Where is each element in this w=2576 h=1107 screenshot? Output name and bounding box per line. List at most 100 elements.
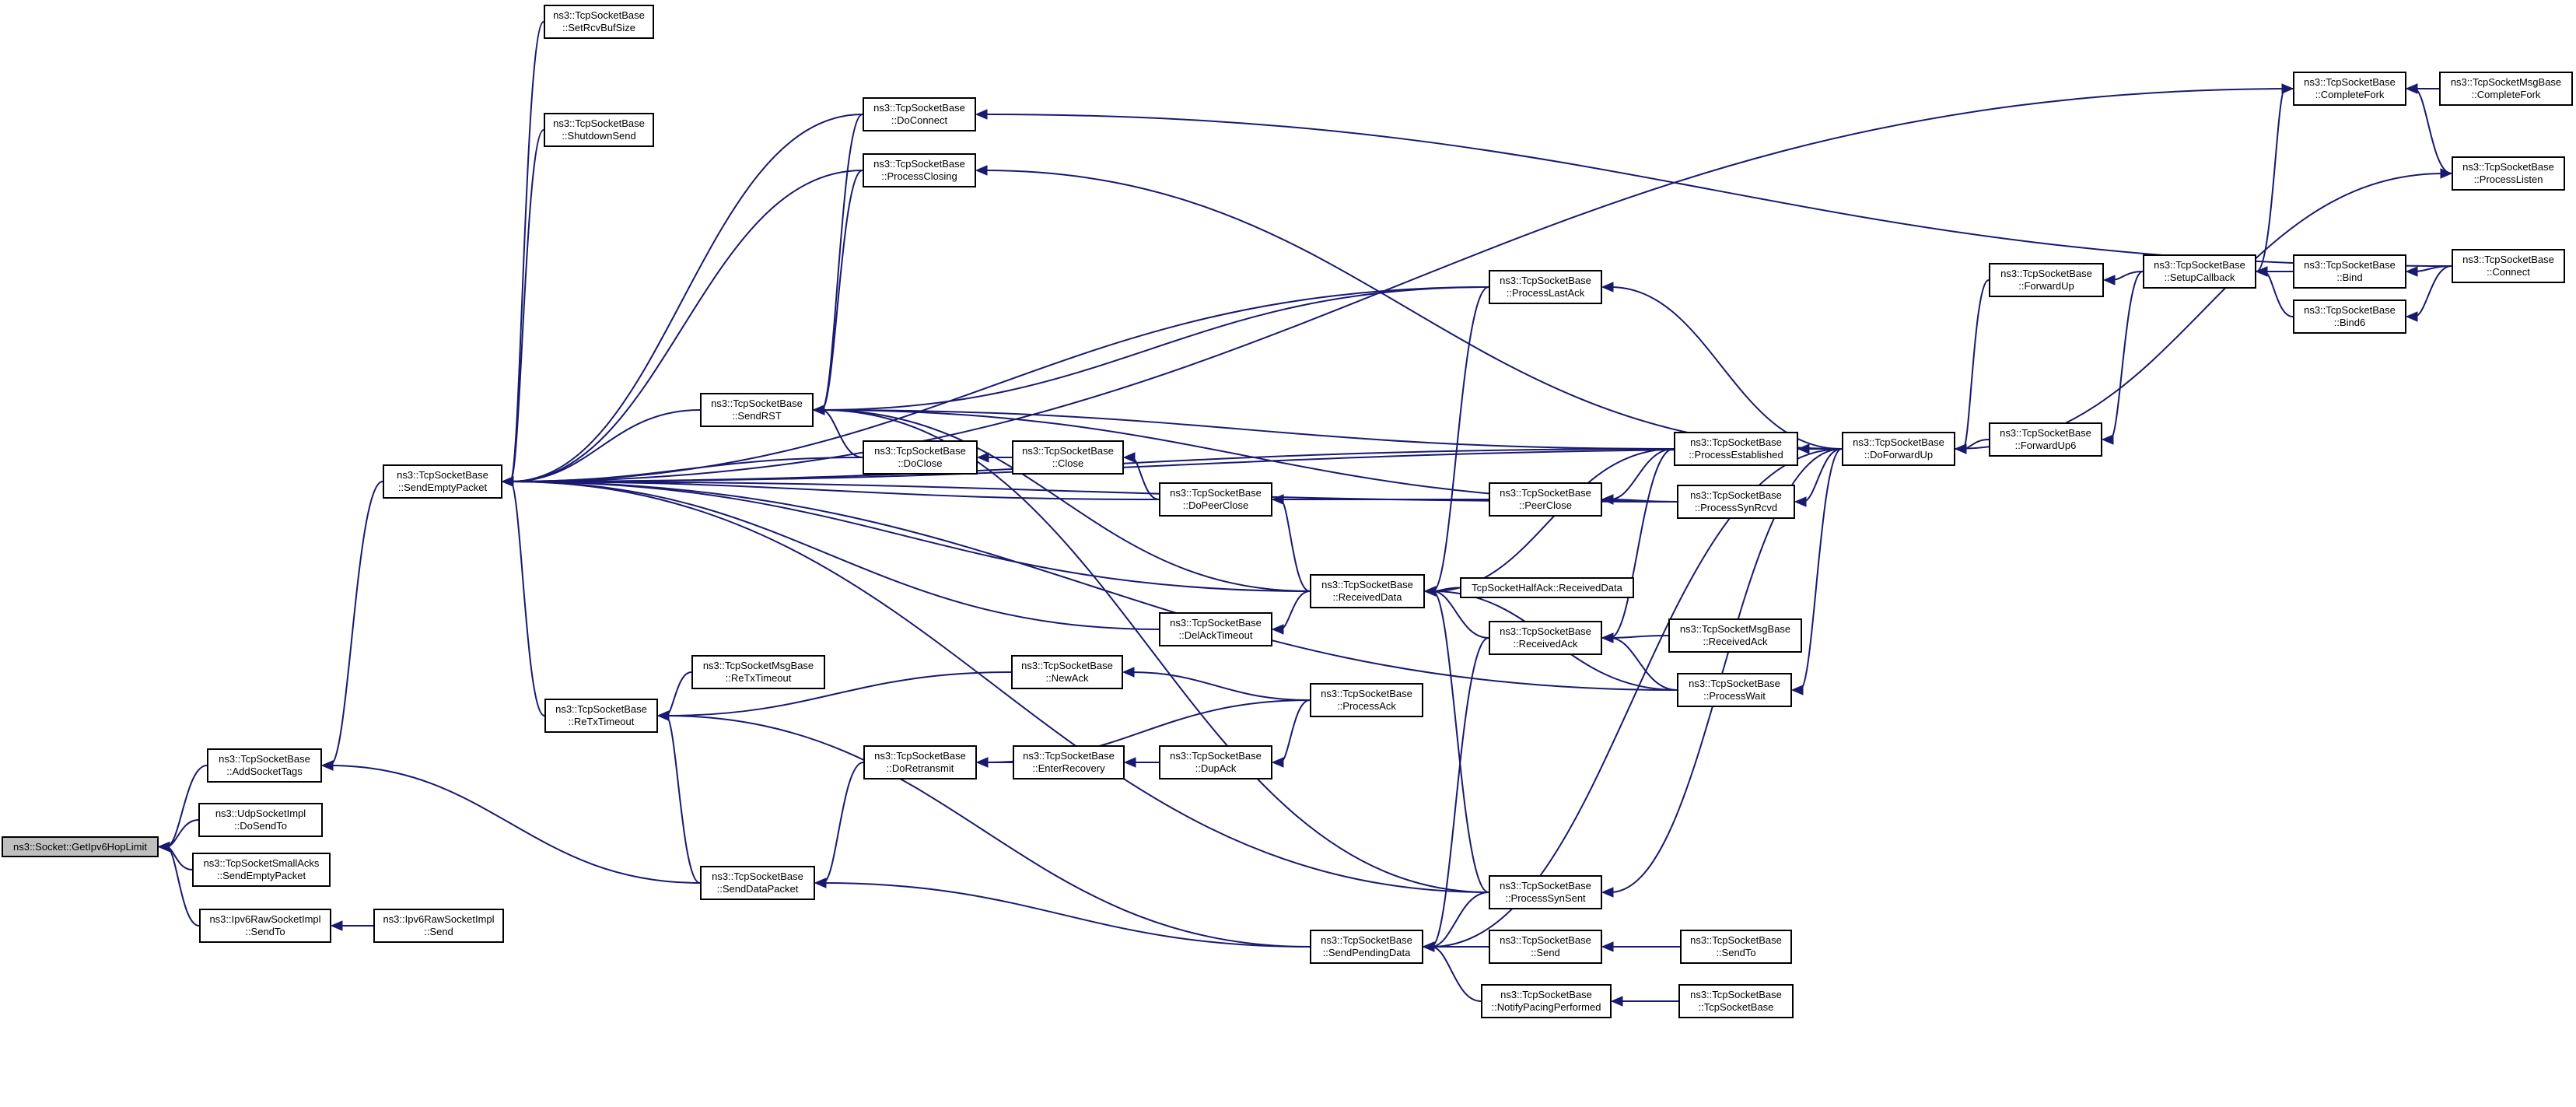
node-sendrst[interactable]: ns3::TcpSocketBase::SendRST <box>700 393 814 427</box>
edge-notifypacing-to-sendpending <box>1430 946 1482 1002</box>
node-addtags[interactable]: ns3::TcpSocketBase::AddSocketTags <box>207 748 322 783</box>
node-processsynsent[interactable]: ns3::TcpSocketBase::ProcessSynSent <box>1489 875 1602 909</box>
node-label: ::Close <box>1052 457 1084 469</box>
node-label: ::DoSendTo <box>234 820 287 832</box>
edge-doforwardup-to-processwait <box>1799 448 1843 691</box>
node-label: ns3::TcpSocketBase <box>873 158 965 170</box>
edge-arrowhead <box>1271 494 1284 505</box>
edge-receiveddata-to-dopeerclose <box>1279 499 1311 592</box>
node-bind6[interactable]: ns3::TcpSocketBase::Bind6 <box>2293 300 2406 334</box>
node-enterrecovery[interactable]: ns3::TcpSocketBase::EnterRecovery <box>1013 745 1125 779</box>
node-label: ns3::TcpSocketBase <box>1022 445 1114 457</box>
edge-newack-to-retxtimeout <box>665 671 1012 716</box>
edge-processsynsent-to-receiveddata <box>1432 590 1489 893</box>
edge-senddatapacket-to-retxtimeout <box>665 715 701 884</box>
node-label: ns3::TcpSocketBase <box>874 445 966 457</box>
node-peerclose[interactable]: ns3::TcpSocketBase::PeerClose <box>1489 482 1602 517</box>
node-label: TcpSocketHalfAck::ReceivedData <box>1472 581 1622 594</box>
node-doforwardup[interactable]: ns3::TcpSocketBase::DoForwardUp <box>1842 432 1955 466</box>
node-sendempty[interactable]: ns3::TcpSocketBase::SendEmptyPacket <box>383 464 502 499</box>
node-processclosing[interactable]: ns3::TcpSocketBase::ProcessClosing <box>863 153 976 187</box>
node-senddatapacket[interactable]: ns3::TcpSocketBase::SendDataPacket <box>700 866 815 900</box>
node-label: ::ProcessSynSent <box>1505 892 1586 904</box>
node-label: ns3::TcpSocketBase <box>1690 436 1782 448</box>
node-completefork[interactable]: ns3::TcpSocketBase::CompleteFork <box>2293 72 2406 106</box>
edge-addtags-to-root <box>166 765 208 848</box>
node-msgcompletefork[interactable]: ns3::TcpSocketMsgBase::CompleteFork <box>2439 72 2573 106</box>
node-root[interactable]: ns3::Socket::GetIpv6HopLimit <box>2 836 159 857</box>
node-processwait[interactable]: ns3::TcpSocketBase::ProcessWait <box>1677 673 1792 707</box>
node-processestablished[interactable]: ns3::TcpSocketBase::ProcessEstablished <box>1674 432 1798 466</box>
edge-processestablished-to-sendrst <box>821 409 1675 450</box>
node-label: ns3::TcpSocketBase <box>1170 617 1262 629</box>
node-label: ns3::TcpSocketBase <box>1321 579 1413 590</box>
node-delacktimeout[interactable]: ns3::TcpSocketBase::DelAckTimeout <box>1159 612 1272 646</box>
node-forwardup6[interactable]: ns3::TcpSocketBase::ForwardUp6 <box>1989 422 2102 457</box>
node-shutdownsend[interactable]: ns3::TcpSocketBase::ShutdownSend <box>544 113 654 147</box>
node-dopeerclose[interactable]: ns3::TcpSocketBase::DoPeerClose <box>1159 482 1272 517</box>
node-sendto[interactable]: ns3::TcpSocketBase::SendTo <box>1680 930 1792 964</box>
node-sendpending[interactable]: ns3::TcpSocketBase::SendPendingData <box>1310 930 1423 964</box>
node-doretransmit[interactable]: ns3::TcpSocketBase::DoRetransmit <box>863 745 977 779</box>
node-label: ns3::TcpSocketBase <box>2154 259 2245 271</box>
edge-arrowhead <box>1610 996 1623 1007</box>
node-label: ns3::TcpSocketMsgBase <box>1679 623 1791 635</box>
node-dupack[interactable]: ns3::TcpSocketBase::DupAck <box>1159 745 1272 779</box>
node-setupcallback[interactable]: ns3::TcpSocketBase::SetupCallback <box>2143 254 2256 289</box>
node-processack[interactable]: ns3::TcpSocketBase::ProcessAck <box>1310 683 1423 717</box>
node-forwardup[interactable]: ns3::TcpSocketBase::ForwardUp <box>1989 263 2104 297</box>
node-label: ::DoClose <box>898 457 943 469</box>
node-label: ::DoPeerClose <box>1182 499 1249 511</box>
node-label: ::ProcessLastAck <box>1506 287 1585 299</box>
node-label: ns3::TcpSocketBase <box>553 9 645 21</box>
node-label: ns3::TcpSocketBase <box>711 398 803 409</box>
node-label: ::ForwardUp6 <box>2014 440 2077 451</box>
edge-processsynsent-to-sendempty <box>509 481 1489 893</box>
node-label: ::SendPendingData <box>1322 947 1411 958</box>
edge-msgretx-to-retxtimeout <box>665 671 692 716</box>
edge-doforwardup-to-processsynsent <box>1609 448 1843 893</box>
node-halfack[interactable]: TcpSocketHalfAck::ReceivedData <box>1460 577 1634 598</box>
node-receiveddata[interactable]: ns3::TcpSocketBase::ReceivedData <box>1310 574 1425 608</box>
node-label: ::ProcessEstablished <box>1689 449 1783 461</box>
edge-arrowhead <box>1122 667 1135 678</box>
edge-arrowhead <box>330 920 343 931</box>
node-label: ::SetRcvBufSize <box>562 22 635 33</box>
node-label: ::CompleteFork <box>2315 89 2385 100</box>
node-notifypacing[interactable]: ns3::TcpSocketBase::NotifyPacingPerforme… <box>1481 984 1612 1018</box>
node-newack[interactable]: ns3::TcpSocketBase::NewAck <box>1011 655 1123 689</box>
node-msgretx[interactable]: ns3::TcpSocketMsgBase::ReTxTimeout <box>691 655 825 689</box>
node-close[interactable]: ns3::TcpSocketBase::Close <box>1012 440 1124 475</box>
node-connect[interactable]: ns3::TcpSocketBase::Connect <box>2452 249 2565 283</box>
edge-arrowhead <box>812 405 825 415</box>
node-doconnect[interactable]: ns3::TcpSocketBase::DoConnect <box>863 97 976 131</box>
node-doclose[interactable]: ns3::TcpSocketBase::DoClose <box>863 440 978 475</box>
edge-doconnect-to-sendempty <box>509 114 863 482</box>
node-processlisten[interactable]: ns3::TcpSocketBase::ProcessListen <box>2452 156 2565 191</box>
node-label: ns3::TcpSocketSmallAcks <box>203 857 320 869</box>
node-setrcvbuf[interactable]: ns3::TcpSocketBase::SetRcvBufSize <box>544 5 654 39</box>
edge-processsynsent-to-sendpending <box>1430 892 1489 948</box>
node-label: ::ProcessSynRcvd <box>1694 502 1778 513</box>
node-msgreceivedack[interactable]: ns3::TcpSocketMsgBase::ReceivedAck <box>1668 618 1802 653</box>
node-processsynrcvd[interactable]: ns3::TcpSocketBase::ProcessSynRcvd <box>1677 485 1795 519</box>
node-receivedack[interactable]: ns3::TcpSocketBase::ReceivedAck <box>1489 621 1602 655</box>
edge-arrowhead <box>2405 266 2418 277</box>
node-retxtimeout[interactable]: ns3::TcpSocketBase::ReTxTimeout <box>544 699 658 733</box>
node-ipv6sendto[interactable]: ns3::Ipv6RawSocketImpl::SendTo <box>199 909 331 943</box>
node-smallacks[interactable]: ns3::TcpSocketSmallAcks::SendEmptyPacket <box>192 853 331 887</box>
node-send[interactable]: ns3::TcpSocketBase::Send <box>1489 930 1602 964</box>
node-processlastack[interactable]: ns3::TcpSocketBase::ProcessLastAck <box>1489 270 1602 304</box>
node-ipv6send[interactable]: ns3::Ipv6RawSocketImpl::Send <box>373 909 504 943</box>
node-label: ns3::TcpSocketBase <box>1853 436 1944 448</box>
node-udpsend[interactable]: ns3::UdpSocketImpl::DoSendTo <box>198 803 323 837</box>
node-label: ns3::TcpSocketBase <box>2304 259 2396 271</box>
node-bind[interactable]: ns3::TcpSocketBase::Bind <box>2293 254 2406 289</box>
node-label: ns3::TcpSocketBase <box>1690 989 1782 1000</box>
node-label: ::SendEmptyPacket <box>216 870 306 881</box>
node-label: ns3::TcpSocketBase <box>1690 934 1782 946</box>
node-tcpsocketbase[interactable]: ns3::TcpSocketBase::TcpSocketBase <box>1678 984 1794 1018</box>
edge-arrowhead <box>2281 83 2294 94</box>
edge-processsynsent-to-sendrst <box>821 409 1489 893</box>
node-label: ns3::TcpSocketBase <box>1023 750 1115 762</box>
